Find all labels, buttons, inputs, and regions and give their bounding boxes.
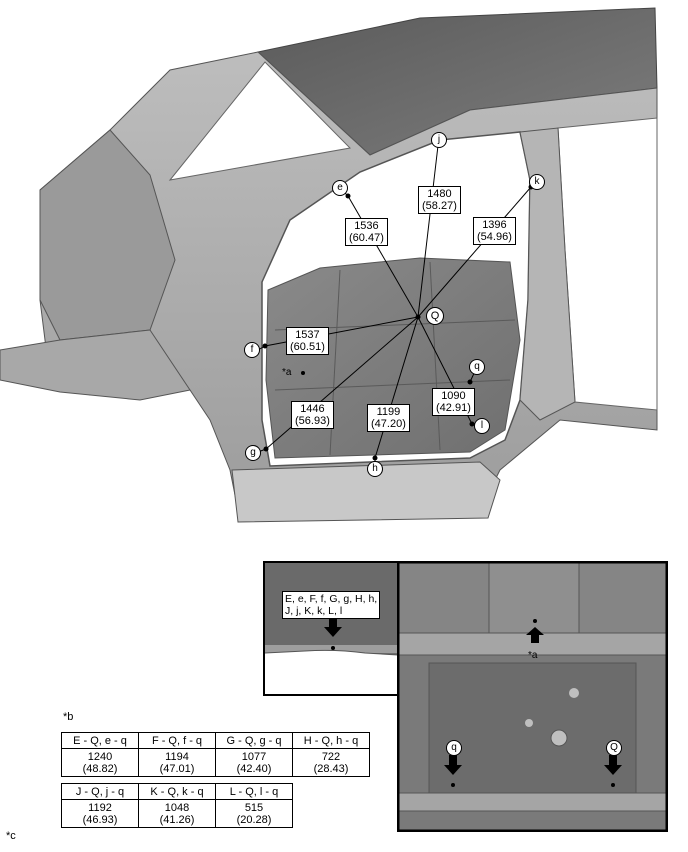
dim-h-q: 1199 (47.20)	[367, 404, 410, 432]
point-Q-label: Q	[426, 307, 444, 325]
table1-header-1: F - Q, f - q	[138, 732, 216, 749]
dim-k-q-mm: 1396	[482, 219, 507, 231]
car-body-illustration	[0, 7, 658, 523]
front-apron	[0, 329, 191, 401]
dim-f-q: 1537 (60.51)	[286, 327, 329, 355]
detail-label-line1: E, e, F, f, G, g, H, h,	[285, 593, 378, 605]
dim-f-q-in: (60.51)	[290, 341, 325, 353]
detail-view-panel: E, e, F, f, G, g, H, h, J, j, K, k, L, l	[263, 561, 400, 696]
table2-cell-2: 515(20.28)	[215, 799, 293, 828]
note-b-label: *b	[63, 711, 74, 723]
point-f-label: f	[244, 342, 260, 358]
windshield-opening	[168, 61, 352, 181]
dim-h-q-in: (47.20)	[371, 418, 406, 430]
table2-header-2: L - Q, l - q	[215, 783, 293, 800]
table2-header-0: J - Q, j - q	[61, 783, 139, 800]
dim-e-q: 1536 (60.47)	[345, 218, 388, 246]
note-a-label: *a	[282, 367, 292, 378]
underbody-q-label: q	[446, 740, 462, 756]
table1-header-3: H - Q, h - q	[292, 732, 370, 749]
dim-k-q: 1396 (54.96)	[473, 217, 516, 245]
dim-e-q-in: (60.47)	[349, 232, 384, 244]
underbody-Q-label: Q	[606, 740, 622, 756]
table-row: 1192(46.93) 1048(41.26) 515(20.28)	[61, 799, 293, 828]
table2-header-1: K - Q, k - q	[138, 783, 216, 800]
point-g-label: g	[245, 445, 261, 461]
dim-k-q-in: (54.96)	[477, 231, 512, 243]
underbody-a-label: *a	[528, 650, 538, 661]
dim-j-q-mm: 1480	[427, 188, 452, 200]
point-k-label: k	[529, 174, 545, 190]
underbody-illustration	[399, 563, 666, 830]
detail-label: E, e, F, f, G, g, H, h, J, j, K, k, L, l	[282, 591, 381, 619]
table-row: J - Q, j - q K - Q, k - q L - Q, l - q	[61, 783, 293, 800]
dim-g-q-mm: 1446	[300, 403, 325, 415]
rocker-sill	[231, 461, 501, 523]
dim-g-q-in: (56.93)	[295, 415, 330, 427]
point-e-label: e	[332, 180, 348, 196]
b-pillar	[519, 127, 576, 421]
distance-table-1: E - Q, e - q F - Q, f - q G - Q, g - q H…	[61, 732, 370, 777]
table-row: E - Q, e - q F - Q, f - q G - Q, g - q H…	[61, 732, 370, 749]
dim-g-q: 1446 (56.93)	[291, 401, 334, 429]
dim-j-q-in: (58.27)	[422, 200, 457, 212]
underbody-view-panel: *a q Q	[397, 561, 668, 832]
table-row: 1240(48.82) 1194(47.01) 1077(42.40) 722(…	[61, 748, 370, 777]
point-h-label: h	[367, 461, 383, 477]
table1-header-2: G - Q, g - q	[215, 732, 293, 749]
dim-l-q-in: (42.91)	[436, 402, 471, 414]
dim-l-q-mm: 1090	[441, 390, 466, 402]
dim-f-q-mm: 1537	[295, 329, 320, 341]
table1-header-0: E - Q, e - q	[61, 732, 139, 749]
table1-cell-1: 1194(47.01)	[138, 748, 216, 777]
front-structure	[39, 129, 176, 341]
dim-l-q: 1090 (42.91)	[432, 388, 475, 416]
point-j-label: j	[431, 132, 447, 148]
table2-cell-1: 1048(41.26)	[138, 799, 216, 828]
detail-label-line2: J, j, K, k, L, l	[285, 605, 343, 617]
table1-cell-2: 1077(42.40)	[215, 748, 293, 777]
distance-table-2: J - Q, j - q K - Q, k - q L - Q, l - q 1…	[61, 783, 293, 828]
note-c-label: *c	[6, 830, 16, 842]
dim-j-q: 1480 (58.27)	[418, 186, 461, 214]
point-l-label: l	[474, 418, 490, 434]
table1-cell-3: 722(28.43)	[292, 748, 370, 777]
table2-cell-0: 1192(46.93)	[61, 799, 139, 828]
dim-e-q-mm: 1536	[354, 220, 379, 232]
point-q-label: q	[469, 359, 485, 375]
detail-illustration	[265, 563, 398, 694]
dim-h-q-mm: 1199	[376, 406, 401, 418]
table1-cell-0: 1240(48.82)	[61, 748, 139, 777]
